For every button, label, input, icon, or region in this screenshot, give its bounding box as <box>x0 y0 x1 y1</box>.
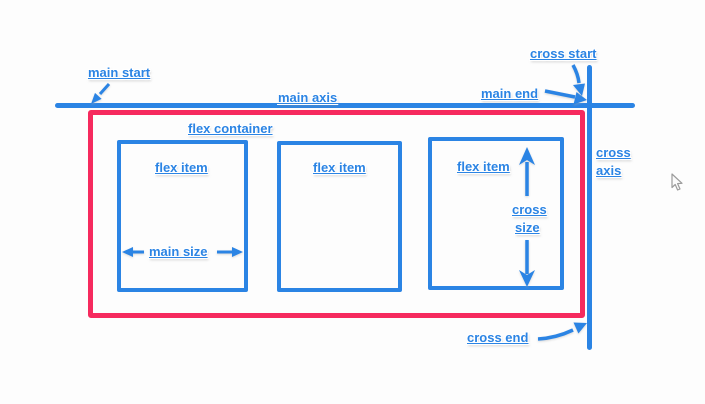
cross-axis-label-line2: axis <box>596 163 622 178</box>
main-start-label: main start <box>88 65 151 80</box>
main-end-arrow-icon <box>544 89 587 105</box>
main-end-label: main end <box>481 86 539 101</box>
cross-size-label-line1: cross <box>512 202 547 217</box>
cross-axis-line <box>587 65 592 350</box>
cross-start-label: cross start <box>530 46 597 61</box>
main-size-right-arrow-icon <box>217 247 243 257</box>
cross-end-label: cross end <box>467 330 529 345</box>
flex-item-label-1: flex item <box>155 160 208 175</box>
cross-axis-label-line1: cross <box>596 145 631 160</box>
main-size-left-arrow-icon <box>122 247 144 257</box>
cross-size-down-arrow-icon <box>519 240 535 287</box>
mouse-cursor-icon <box>671 173 683 191</box>
cross-size-label-line2: size <box>515 220 540 235</box>
flex-container-label: flex container <box>188 121 273 136</box>
cross-end-arrow-icon <box>537 322 587 341</box>
main-axis-line <box>55 103 635 108</box>
cross-start-arrow-icon <box>571 64 585 96</box>
main-axis-label: main axis <box>278 90 338 105</box>
flex-item-box-2 <box>277 141 402 292</box>
flex-item-label-2: flex item <box>313 160 366 175</box>
main-size-label: main size <box>149 244 208 259</box>
flex-item-label-3: flex item <box>457 159 510 174</box>
main-start-arrow-icon <box>91 82 111 104</box>
flex-item-box-1 <box>117 140 248 292</box>
cross-size-up-arrow-icon <box>519 147 535 196</box>
flex-item-box-3 <box>428 137 564 290</box>
flex-container-box <box>88 110 585 318</box>
